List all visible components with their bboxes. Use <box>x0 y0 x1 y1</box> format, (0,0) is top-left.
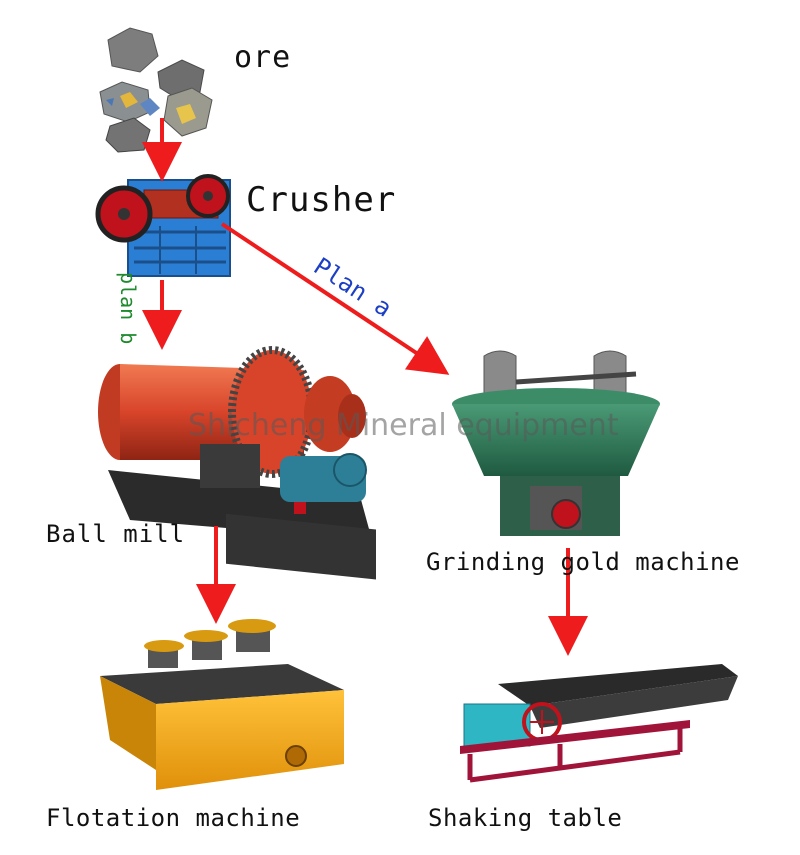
plan-b-label: plan b <box>116 272 140 345</box>
arrow-plan-a <box>220 222 450 375</box>
shaking-table-label: Shaking table <box>428 804 623 832</box>
crusher-label: Crusher <box>246 180 397 220</box>
crusher-image <box>95 174 231 277</box>
ore-label: ore <box>234 40 292 75</box>
flotation-machine-label: Flotation machine <box>46 804 301 832</box>
grinding-gold-machine-label: Grinding gold machine <box>426 548 740 576</box>
ball-mill-image <box>98 346 376 580</box>
flotation-machine-image <box>100 619 344 790</box>
shaking-table-image <box>460 664 738 783</box>
ball-mill-label: Ball mill <box>46 520 186 548</box>
arrows <box>142 118 588 656</box>
grinding-gold-machine-image <box>452 350 660 536</box>
ore-image <box>99 27 213 153</box>
watermark: Shicheng Mineral equipment <box>188 408 619 443</box>
